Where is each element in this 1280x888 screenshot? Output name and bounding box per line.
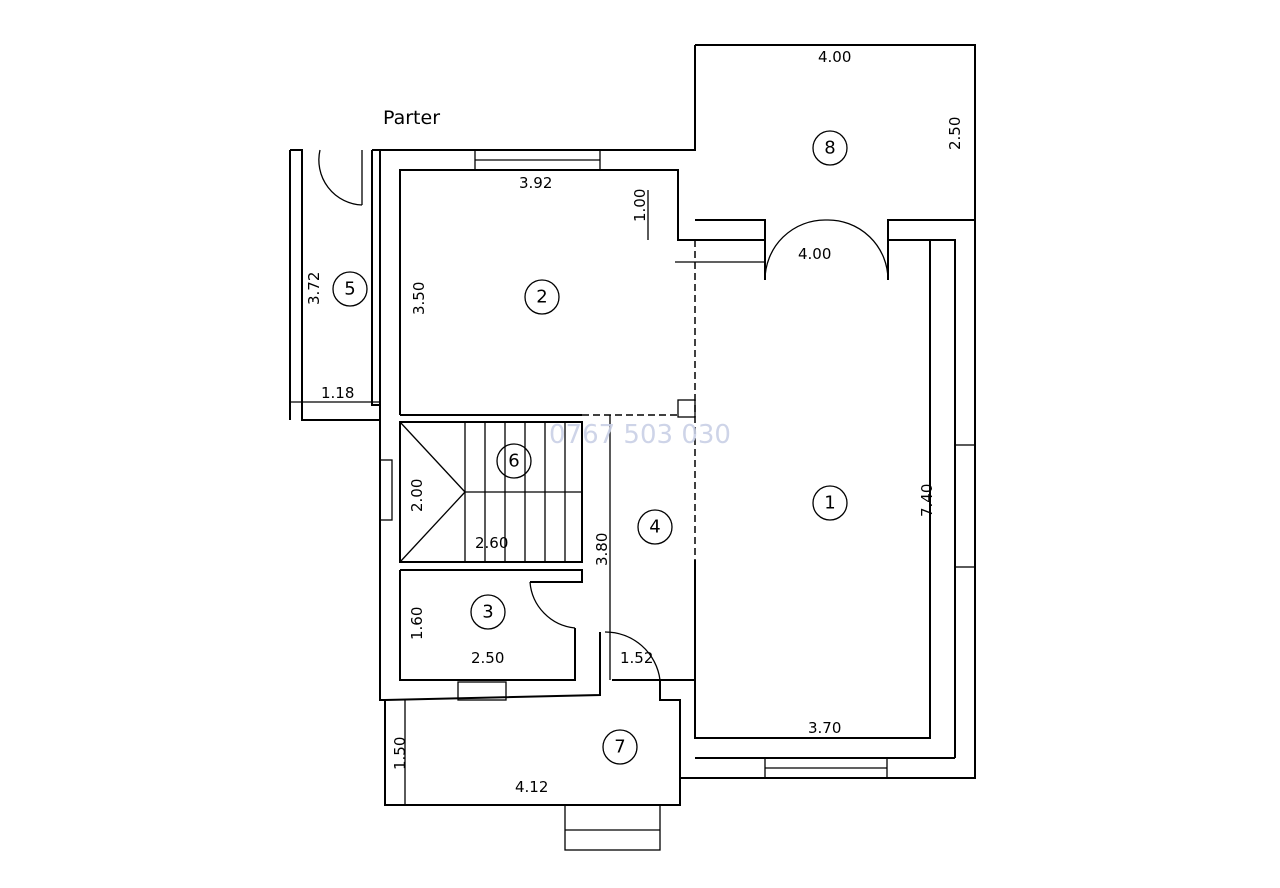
svg-text:1.00: 1.00 <box>631 189 649 222</box>
svg-text:4.12: 4.12 <box>515 778 548 796</box>
svg-text:2.50: 2.50 <box>946 117 964 150</box>
svg-text:1.18: 1.18 <box>321 384 354 402</box>
svg-text:1.50: 1.50 <box>391 737 409 770</box>
room-number-7: 7 <box>614 737 625 758</box>
svg-text:3.50: 3.50 <box>410 282 428 315</box>
room-number-3: 3 <box>482 602 493 623</box>
svg-text:1.60: 1.60 <box>408 607 426 640</box>
room-number-1: 1 <box>824 493 835 514</box>
svg-text:2.50: 2.50 <box>471 649 504 667</box>
svg-text:2.00: 2.00 <box>408 479 426 512</box>
svg-text:3.80: 3.80 <box>593 533 611 566</box>
svg-text:7.40: 7.40 <box>918 484 936 517</box>
room-number-6: 6 <box>508 451 519 472</box>
svg-text:2.60: 2.60 <box>475 534 508 552</box>
dimensions: 4.00 2.50 4.00 7.40 3.70 3.92 1.00 3.50 … <box>305 48 964 796</box>
svg-text:1.52: 1.52 <box>620 649 653 667</box>
svg-text:4.00: 4.00 <box>818 48 851 66</box>
plan-title: Parter <box>383 107 440 129</box>
svg-text:3.70: 3.70 <box>808 719 841 737</box>
room-number-2: 2 <box>536 287 547 308</box>
walls <box>289 44 976 851</box>
stair-treads <box>464 422 566 562</box>
room-number-4: 4 <box>649 517 660 538</box>
svg-text:4.00: 4.00 <box>798 245 831 263</box>
room-labels: 1 2 3 4 5 6 7 8 <box>332 130 848 765</box>
watermark-phone: 0767 503 030 <box>549 420 731 450</box>
svg-text:3.92: 3.92 <box>519 174 552 192</box>
svg-text:3.72: 3.72 <box>305 272 323 305</box>
room-number-5: 5 <box>344 279 355 300</box>
room-number-8: 8 <box>824 138 835 159</box>
